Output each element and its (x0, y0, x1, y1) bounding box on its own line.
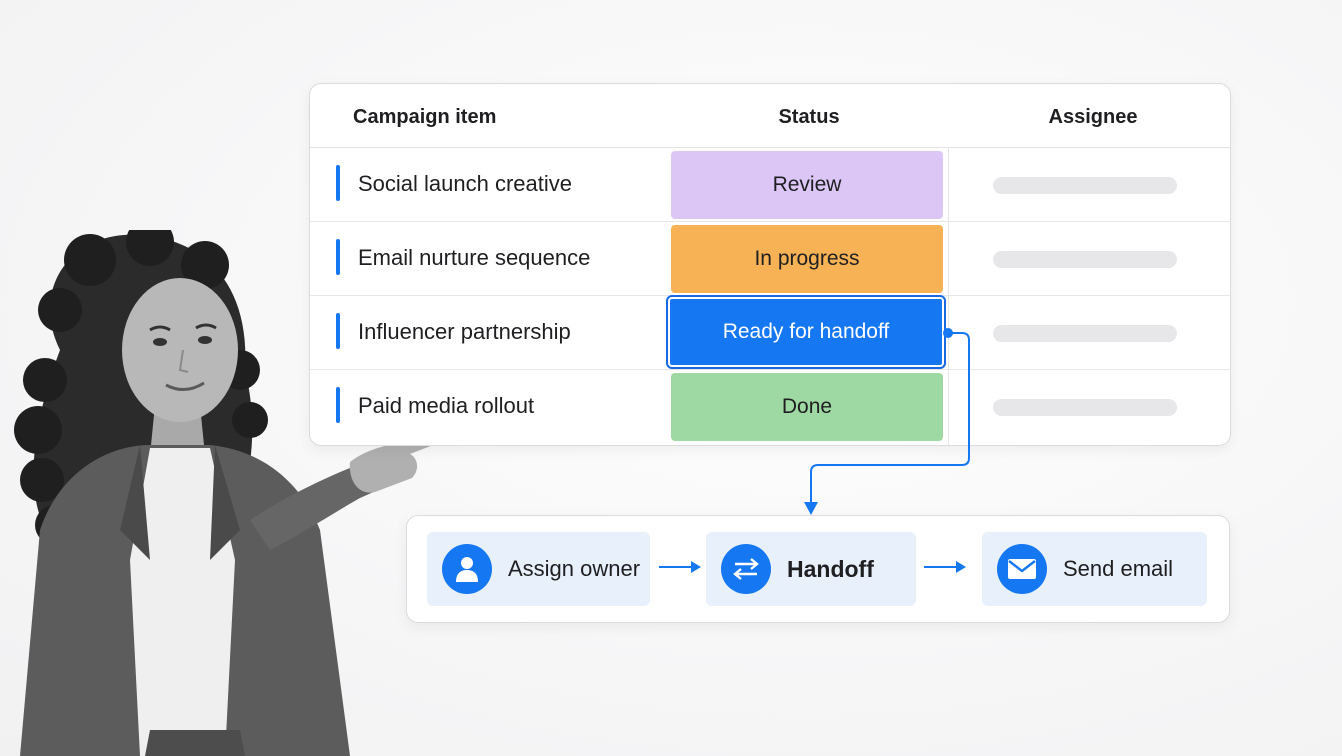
assignee-placeholder[interactable] (993, 177, 1177, 194)
column-header-status[interactable]: Status (778, 106, 840, 128)
status-badge[interactable]: Review (671, 151, 943, 219)
workflow-card: Assign owner Handoff Send email (406, 515, 1230, 623)
assignee-placeholder[interactable] (993, 251, 1177, 268)
status-badge[interactable]: In progress (671, 225, 943, 293)
row-accent-bar (336, 313, 340, 349)
row-accent-bar (336, 387, 340, 423)
campaign-item-name: Influencer partnership (358, 319, 571, 344)
assignee-placeholder[interactable] (993, 325, 1177, 342)
row-divider (310, 295, 1230, 296)
campaign-item-name: Paid media rollout (358, 393, 535, 418)
table-row[interactable]: Paid media rollout Done (310, 370, 1230, 444)
column-header-assignee[interactable]: Assignee (1048, 106, 1138, 128)
workflow-step-label: Assign owner (508, 556, 641, 581)
campaign-item-name: Email nurture sequence (358, 245, 591, 270)
column-header-campaign-item[interactable]: Campaign item (353, 106, 497, 128)
envelope-icon (997, 544, 1047, 594)
workflow-step-handoff[interactable]: Handoff (706, 532, 916, 606)
person-pointing-illustration (14, 230, 446, 756)
table-row[interactable]: Email nurture sequence In progress (310, 222, 1230, 296)
person-icon (442, 544, 492, 594)
arrow-right-icon (924, 561, 966, 573)
swap-arrows-icon (721, 544, 771, 594)
row-accent-bar (336, 239, 340, 275)
row-divider (310, 221, 1230, 222)
status-badge[interactable]: Done (671, 373, 943, 441)
status-badge[interactable]: Ready for handoff (666, 295, 946, 369)
table-header: Campaign item Status Assignee (310, 84, 1230, 148)
row-accent-bar (336, 165, 340, 201)
campaign-table: Campaign item Status Assignee Social lau… (309, 83, 1231, 446)
workflow-step-label: Send email (1063, 556, 1174, 581)
arrow-right-icon (659, 561, 701, 573)
workflow-step-label: Handoff (787, 555, 874, 582)
assignee-placeholder[interactable] (993, 399, 1177, 416)
row-divider (310, 369, 1230, 370)
table-row[interactable]: Influencer partnership Ready for handoff (310, 295, 1230, 370)
column-divider (948, 147, 949, 445)
campaign-item-name: Social launch creative (358, 171, 573, 196)
workflow-step-assign-owner[interactable]: Assign owner (427, 532, 650, 606)
workflow-step-send-email[interactable]: Send email (982, 532, 1207, 606)
table-row[interactable]: Social launch creative Review (310, 148, 1230, 222)
